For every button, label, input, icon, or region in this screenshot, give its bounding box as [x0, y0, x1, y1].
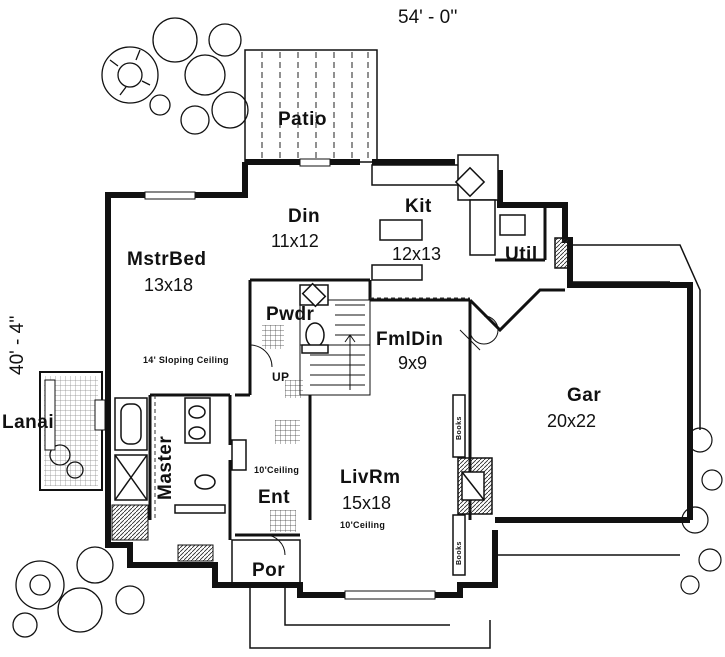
- garage-label: Gar: [567, 385, 602, 406]
- closet-shelves: [111, 504, 214, 562]
- utility-fixtures: [499, 214, 570, 269]
- living-room-ceiling-note: 10'Ceiling: [340, 520, 386, 530]
- kitchen-label: Kit: [405, 196, 432, 217]
- living-room-label: LivRm: [340, 467, 401, 488]
- master-bed-size: 13x18: [144, 275, 194, 295]
- bookshelf-label-lower: Books: [456, 541, 463, 565]
- stairs: [299, 299, 371, 396]
- overall-depth-dimension: 40' - 4'': [7, 315, 28, 375]
- entry-ceiling-note: 10'Ceiling: [254, 465, 300, 475]
- powder-label: Pwdr: [266, 304, 315, 325]
- patio-area: [244, 49, 378, 163]
- kitchen-counters: [371, 154, 499, 281]
- formal-dining-label: FmlDin: [376, 329, 444, 350]
- garage-size: 20x22: [547, 411, 597, 431]
- patio-label: Patio: [278, 109, 327, 130]
- master-bath-label: Master: [155, 435, 176, 500]
- windows: [94, 158, 436, 600]
- lanai-label: Lanai: [2, 412, 55, 433]
- stair-up-label: UP: [272, 370, 290, 384]
- formal-dining-size: 9x9: [398, 353, 428, 373]
- bookshelves: [452, 394, 466, 576]
- doors: [249, 315, 499, 556]
- dining-label: Din: [288, 206, 321, 227]
- master-bath-fixtures: [114, 397, 247, 514]
- overall-width-dimension: 54' - 0'': [398, 7, 458, 28]
- master-bed-label: MstrBed: [127, 249, 207, 270]
- porch-area: [231, 539, 301, 586]
- master-bed-ceiling-note: 14' Sloping Ceiling: [143, 355, 229, 365]
- entry-label: Ent: [258, 487, 291, 508]
- ceiling-lines: [154, 297, 470, 520]
- living-room-size: 15x18: [342, 493, 392, 513]
- utility-label: Util: [505, 244, 538, 265]
- lanai-deck: [39, 371, 103, 491]
- interior-walls: [148, 205, 565, 540]
- porch-label: Por: [252, 560, 286, 581]
- bookshelf-label-upper: Books: [456, 416, 463, 440]
- powder-fixtures: [299, 282, 329, 354]
- shrubs-top-left: [101, 17, 249, 135]
- dining-size: 11x12: [271, 231, 319, 251]
- fireplace: [457, 457, 493, 515]
- floor-tile-patches: [262, 325, 303, 532]
- kitchen-size: 12x13: [392, 244, 442, 264]
